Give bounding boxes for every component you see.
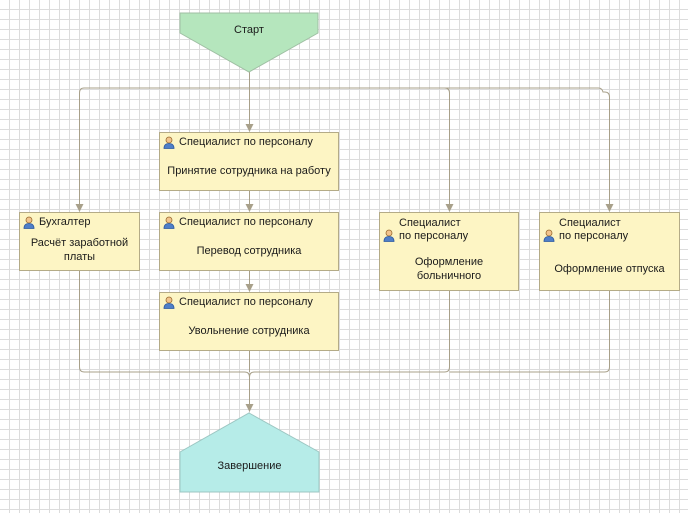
role-label: Бухгалтер [39, 216, 91, 228]
task-dismiss[interactable]: Специалист по персоналу Увольнение сотру… [159, 292, 339, 351]
task-salary[interactable]: Бухгалтер Расчёт заработной платы [19, 212, 140, 271]
end-label[interactable]: Завершение [217, 460, 282, 472]
role-label-line: Специалист [559, 217, 621, 229]
task-label-line: больничного [416, 270, 482, 282]
connector-sick-down [249, 291, 450, 378]
task-label-line: Расчёт заработной [30, 237, 129, 249]
role-label-line: по персоналу [399, 230, 469, 242]
user-icon [543, 229, 555, 242]
connector-vacation-down [449, 291, 610, 373]
task-label: Оформление больничного [380, 255, 518, 283]
connector-salary-down [79, 271, 250, 378]
role-label: Специалист по персоналу [559, 217, 628, 243]
user-icon [383, 229, 395, 242]
user-icon [23, 216, 35, 229]
task-label: Принятие сотрудника на работу [167, 165, 331, 177]
task-label-line: платы [63, 251, 96, 263]
role-label-line: по персоналу [559, 230, 629, 242]
user-icon [163, 296, 175, 309]
start-shape [179, 12, 319, 73]
user-icon [163, 136, 175, 149]
task-label: Расчёт заработной платы [20, 236, 139, 264]
end-shape [179, 412, 320, 493]
task-label: Перевод сотрудника [196, 245, 302, 257]
role-label: Специалист по персоналу [179, 136, 313, 148]
role-label: Специалист по персоналу [179, 296, 313, 308]
task-hire[interactable]: Специалист по персоналу Принятие сотрудн… [159, 132, 339, 191]
user-icon [163, 216, 175, 229]
role-label-line: Специалист [399, 217, 461, 229]
task-label: Увольнение сотрудника [188, 325, 310, 337]
task-sick-leave[interactable]: Специалист по персоналу Оформление больн… [379, 212, 519, 291]
connector-top-bus [79, 87, 610, 98]
task-transfer[interactable]: Специалист по персоналу Перевод сотрудни… [159, 212, 339, 271]
task-label-line: Оформление [414, 256, 484, 268]
start-label[interactable]: Старт [234, 24, 264, 36]
task-label: Оформление отпуска [554, 263, 665, 275]
task-vacation[interactable]: Специалист по персоналу Оформление отпус… [539, 212, 680, 291]
role-label: Специалист по персоналу [179, 216, 313, 228]
role-label: Специалист по персоналу [399, 217, 468, 243]
